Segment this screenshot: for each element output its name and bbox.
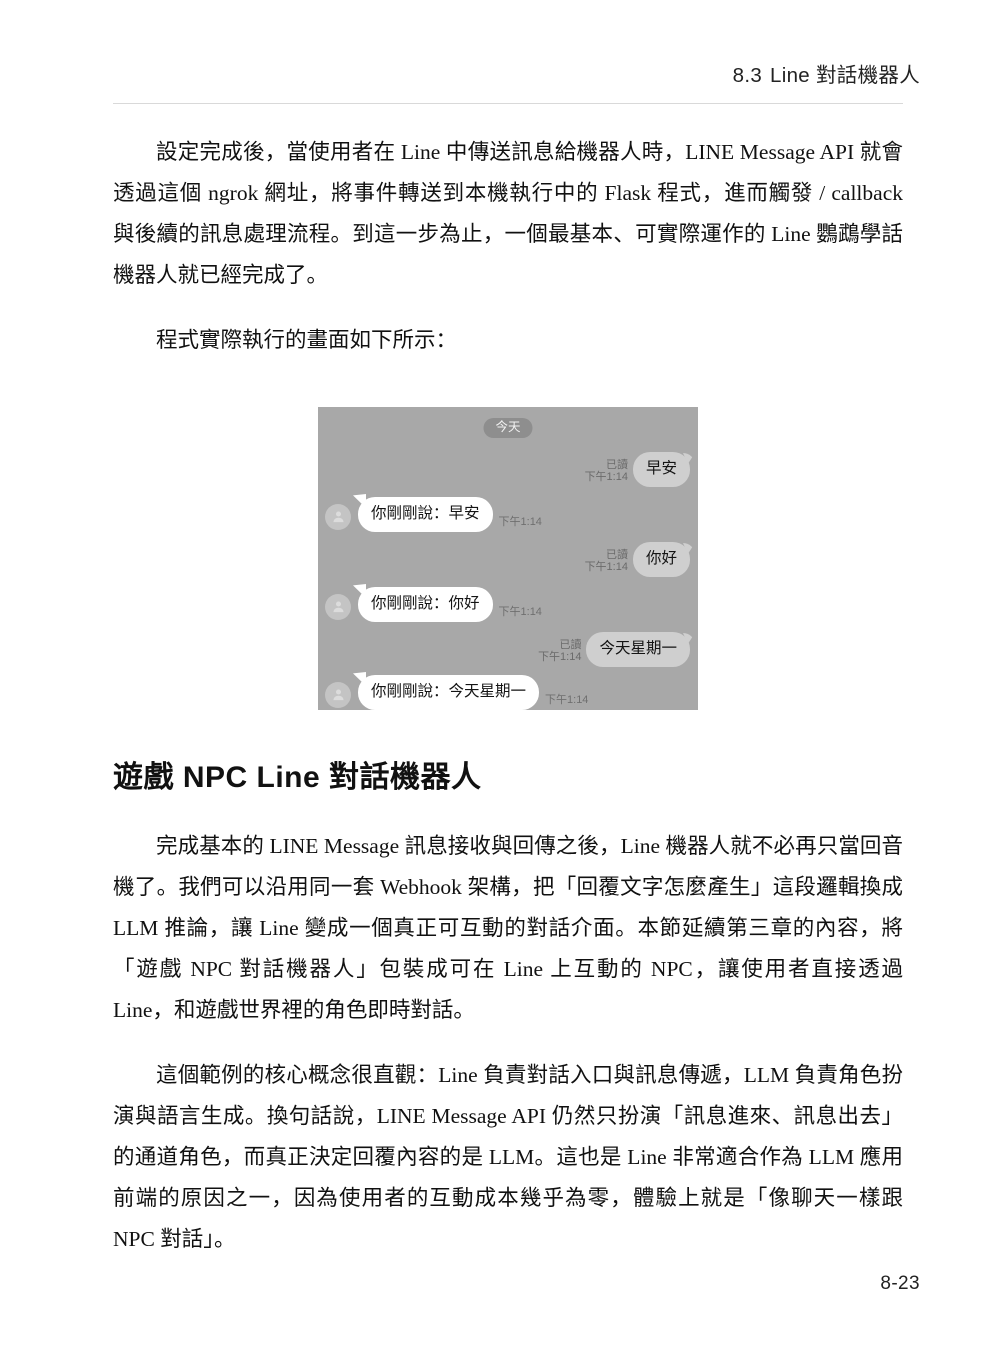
chat-row-incoming-3: 你剛剛說：今天星期一 下午1:14 bbox=[325, 675, 588, 710]
message-timestamp: 下午1:14 bbox=[545, 693, 589, 706]
read-receipt-label: 已讀 bbox=[605, 458, 628, 471]
message-timestamp: 下午1:14 bbox=[584, 471, 628, 484]
header-divider bbox=[113, 103, 903, 104]
message-meta-3: 已讀 下午1:14 bbox=[538, 639, 581, 664]
chat-bubble-incoming[interactable]: 你剛剛說：今天星期一 bbox=[358, 675, 540, 710]
chat-bubble-incoming[interactable]: 你剛剛說：你好 bbox=[358, 587, 493, 622]
avatar bbox=[325, 503, 351, 530]
paragraph-4: 這個範例的核心概念很直觀：Line 負責對話入口與訊息傳遞，LLM 負責角色扮演… bbox=[113, 1063, 903, 1251]
message-timestamp: 下午1:14 bbox=[538, 651, 582, 664]
read-receipt-label: 已讀 bbox=[559, 638, 582, 651]
avatar bbox=[325, 593, 351, 620]
message-meta-2: 已讀 下午1:14 bbox=[585, 549, 628, 574]
chat-bubble-outgoing[interactable]: 你好 bbox=[632, 542, 690, 577]
chat-row-incoming-1: 你剛剛說：早安 下午1:14 bbox=[325, 497, 542, 532]
message-timestamp: 下午1:14 bbox=[498, 605, 542, 618]
header-section-title: Line 對話機器人 bbox=[770, 64, 920, 87]
header-section-number: 8.3 bbox=[732, 64, 763, 87]
chat-day-divider: 今天 bbox=[483, 418, 533, 438]
read-receipt-label: 已讀 bbox=[605, 548, 628, 561]
paragraph-2: 程式實際執行的畫面如下所示： bbox=[156, 328, 458, 352]
page-number: 8-23 bbox=[880, 1273, 920, 1294]
paragraph-3: 完成基本的 LINE Message 訊息接收與回傳之後，Line 機器人就不必… bbox=[113, 834, 903, 1022]
chat-bubble-incoming[interactable]: 你剛剛說：早安 bbox=[358, 497, 493, 532]
person-icon bbox=[333, 511, 343, 523]
page-content: 設定完成後，當使用者在 Line 中傳送訊息給機器人時，LINE Message… bbox=[113, 132, 903, 1260]
running-header: 8.3 Line 對話機器人 bbox=[110, 58, 920, 100]
chat-row-outgoing-2: 已讀 下午1:14 你好 bbox=[585, 542, 690, 577]
page-section-heading: 遊戲 NPC Line 對話機器人 bbox=[113, 761, 482, 794]
person-icon bbox=[333, 689, 343, 701]
chat-bubble-outgoing[interactable]: 今天星期一 bbox=[586, 632, 690, 667]
chat-row-outgoing-3: 已讀 下午1:14 今天星期一 bbox=[538, 632, 690, 667]
message-meta-1: 已讀 下午1:14 bbox=[585, 459, 628, 484]
message-timestamp: 下午1:14 bbox=[498, 515, 542, 528]
message-timestamp: 下午1:14 bbox=[584, 561, 628, 574]
line-chat-screenshot: 今天 已讀 下午1:14 早安 bbox=[318, 407, 698, 710]
figure-line-chat: 今天 已讀 下午1:14 早安 bbox=[318, 407, 698, 710]
chat-bubble-outgoing[interactable]: 早安 bbox=[632, 452, 690, 487]
avatar bbox=[325, 681, 351, 708]
chat-row-incoming-2: 你剛剛說：你好 下午1:14 bbox=[325, 587, 542, 622]
chat-row-outgoing-1: 已讀 下午1:14 早安 bbox=[585, 452, 690, 487]
paragraph-1: 設定完成後，當使用者在 Line 中傳送訊息給機器人時，LINE Message… bbox=[113, 140, 903, 287]
person-icon bbox=[333, 601, 343, 613]
